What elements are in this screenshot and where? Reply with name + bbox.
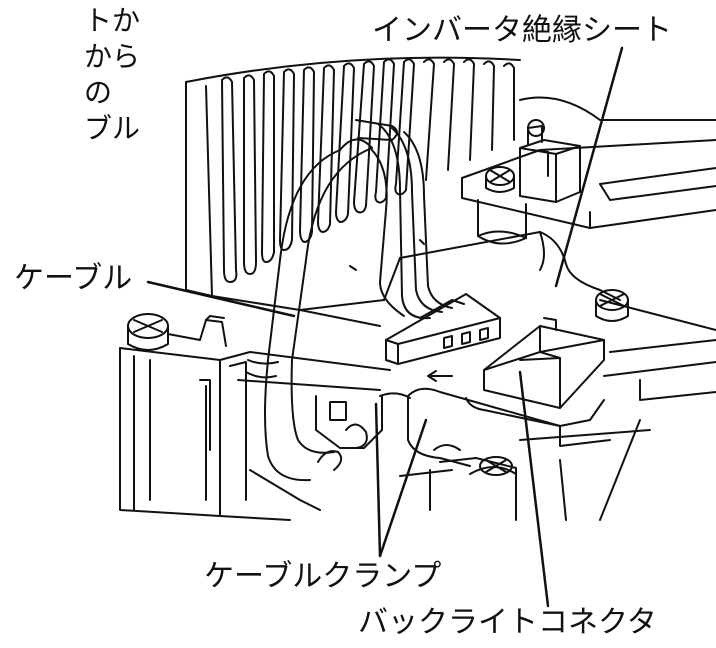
insulation-sheet [383,231,621,301]
label-backlight-connector: バックライトコネクタ [358,605,657,640]
lower-frame [119,347,651,521]
chassis-plate [211,239,716,401]
lower-screw [479,456,513,476]
leader-cable [146,280,296,318]
label-cable-clamp: ケーブルクランプ [204,559,442,594]
cropped-text-line-4: ブル [84,112,141,145]
leader-lines [146,46,624,608]
leader-clamp-1 [374,402,382,558]
cropped-text-line-2: から [84,40,141,73]
label-inverter-sheet: インバータ絶縁シート [372,13,672,48]
leader-clamp-2 [378,418,428,558]
heatsink-fins [185,56,521,297]
cable-clamps [315,387,561,471]
leader-backlight-connector [518,370,550,608]
cable-wires [245,119,453,482]
cropped-text-line-1: トか [84,4,141,37]
left-screw [127,313,227,351]
cable-plug [385,293,501,382]
label-cable: ケーブル [14,261,133,296]
upper-board [461,96,716,245]
right-screw [595,289,629,322]
leader-inverter-sheet [554,46,624,288]
cropped-text-line-3: の [84,76,113,109]
